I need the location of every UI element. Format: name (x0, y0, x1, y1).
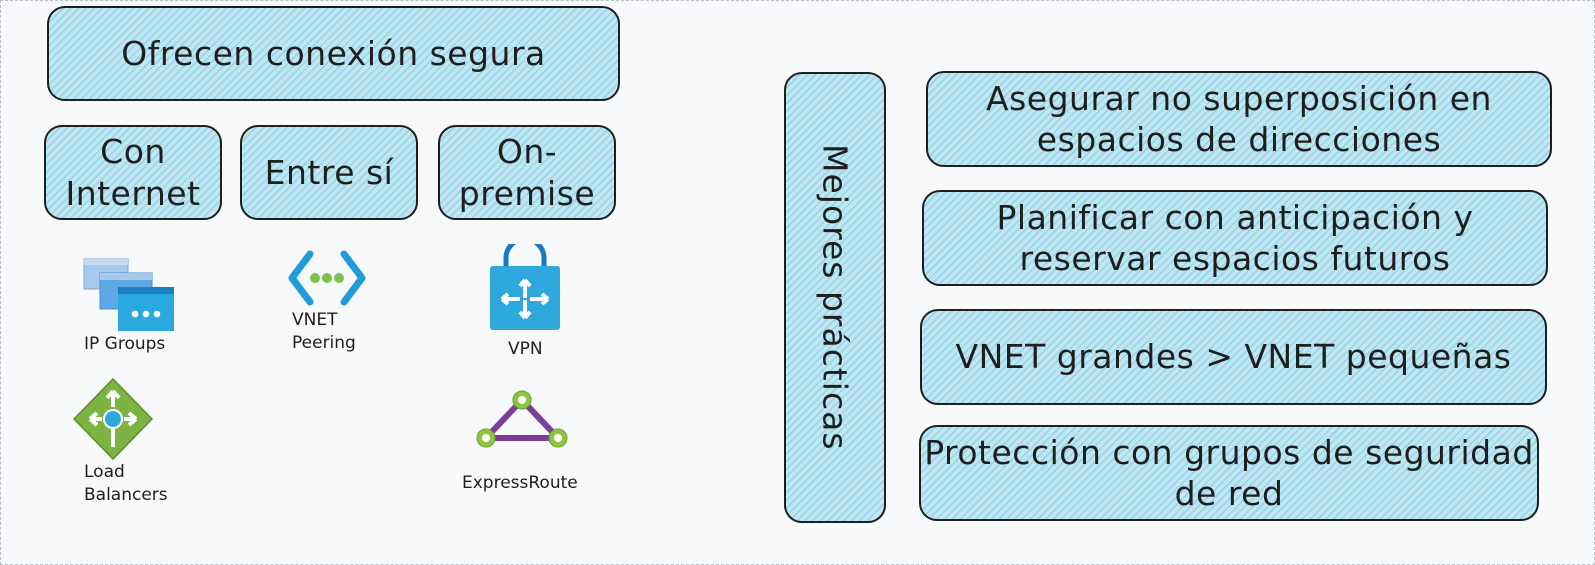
practice-item-1: Asegurar no superposición en espacios de… (926, 71, 1552, 167)
load-balancer-icon (72, 377, 154, 465)
vpn-label: VPN (508, 339, 543, 359)
practice-item-4-line1: Protección con grupos de seguridad (924, 432, 1534, 472)
box-on-premise: On- premise (438, 125, 616, 220)
vpn-icon (488, 236, 562, 336)
practice-item-1-line2: espacios de direcciones (1036, 120, 1442, 159)
vnet-peering-label: VNET Peering (292, 309, 356, 355)
practice-item-2-line2: reservar espacios futuros (1019, 239, 1451, 278)
load-balancer-label-line1: Load (84, 462, 125, 482)
expressroute-icon (472, 388, 572, 458)
practice-item-2-line1: Planificar con anticipación y (996, 197, 1474, 237)
practice-item-2: Planificar con anticipación y reservar e… (922, 190, 1548, 286)
best-practices-vertical-label: Mejores prácticas (815, 144, 855, 451)
practice-item-3: VNET grandes > VNET pequeñas (920, 309, 1547, 405)
practice-item-3-label: VNET grandes > VNET pequeñas (955, 337, 1512, 377)
practice-item-4: Protección con grupos de seguridad de re… (919, 425, 1539, 521)
practice-item-1-line1: Asegurar no superposición en (986, 78, 1492, 118)
ip-groups-label: IP Groups (84, 334, 166, 354)
box-con-internet-line2: Internet (65, 173, 201, 213)
box-on-premise-line2: premise (458, 173, 596, 213)
load-balancer-label: Load Balancers (84, 461, 168, 507)
load-balancer-label-line2: Balancers (84, 484, 168, 505)
box-con-internet: Con Internet (44, 125, 222, 220)
box-entre-si: Entre sí (240, 125, 418, 220)
practice-item-4-line2: de red (1174, 474, 1284, 513)
header-box: Ofrecen conexión segura (47, 6, 620, 101)
vnet-peering-icon (288, 250, 366, 310)
box-on-premise-line1: On- (496, 132, 558, 172)
box-entre-si-label: Entre sí (264, 152, 394, 192)
expressroute-label: ExpressRoute (462, 473, 578, 493)
ip-groups-icon (82, 257, 177, 339)
best-practices-vertical-box: Mejores prácticas (784, 72, 886, 523)
box-con-internet-line1: Con (100, 132, 166, 172)
vnet-peering-label-line1: VNET (292, 310, 338, 330)
vnet-peering-label-line2: Peering (292, 332, 356, 353)
header-label: Ofrecen conexión segura (121, 33, 546, 73)
